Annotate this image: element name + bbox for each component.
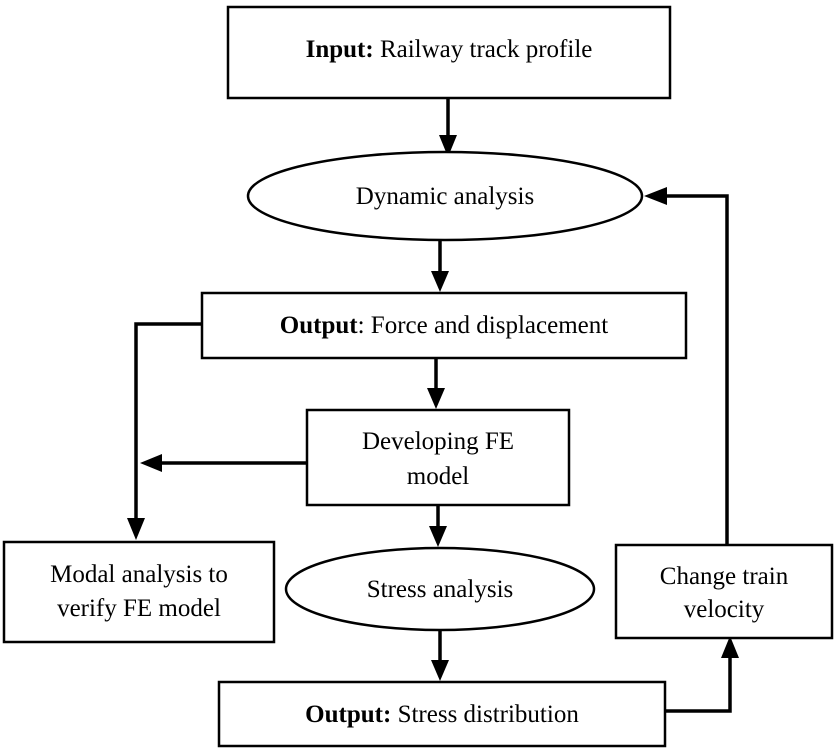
arrowhead-fe-left — [140, 454, 162, 472]
output-stress-box — [217, 680, 667, 748]
output-force-box — [200, 291, 688, 360]
output-force-label: Output: Force and displacement — [280, 312, 608, 339]
input-label: Input: Railway track profile — [306, 36, 593, 63]
node-change-velocity: Change train velocity — [614, 543, 834, 640]
arrowhead-fe-top — [427, 388, 445, 409]
connectors — [127, 98, 739, 713]
arrowhead-dynamic-top — [439, 135, 457, 157]
output-stress-label: Output: Stress distribution — [305, 701, 579, 728]
modal-box — [2, 540, 276, 644]
modal-line2: verify FE model — [57, 595, 221, 622]
arrowhead-output-force-top — [431, 271, 449, 292]
fe-model-line2: model — [407, 463, 470, 490]
fe-model-line1: Developing FE — [362, 428, 514, 455]
arrowhead-stress-top — [429, 526, 447, 547]
stress-label: Stress analysis — [367, 576, 514, 603]
arrowhead-velocity-bottom — [721, 636, 739, 658]
dynamic-ellipse — [246, 150, 644, 242]
arrowhead-output-stress-top — [431, 660, 449, 681]
node-output-stress: Output: Stress distribution — [217, 680, 667, 748]
node-modal-analysis: Modal analysis to verify FE model — [2, 540, 276, 644]
node-output-force: Output: Force and displacement — [200, 291, 688, 360]
dynamic-label: Dynamic analysis — [356, 183, 534, 210]
fe-model-box — [305, 408, 571, 507]
velocity-box — [614, 543, 834, 640]
arrow-output-force-to-modal — [134, 322, 202, 520]
arrow-output-stress-to-velocity — [665, 656, 732, 713]
stress-ellipse — [284, 546, 596, 632]
arrow-velocity-to-dynamic — [665, 194, 729, 545]
node-input: Input: Railway track profile — [226, 5, 672, 100]
modal-line1: Modal analysis to — [50, 561, 228, 588]
velocity-line2: velocity — [684, 596, 765, 623]
node-dynamic-analysis: Dynamic analysis — [246, 150, 644, 242]
velocity-line1: Change train — [660, 563, 789, 590]
node-fe-model: Developing FE model — [305, 408, 571, 507]
arrowhead-dynamic-right — [644, 187, 667, 205]
input-box — [226, 5, 672, 100]
node-stress-analysis: Stress analysis — [284, 546, 596, 632]
arrowhead-modal-top — [127, 518, 145, 540]
